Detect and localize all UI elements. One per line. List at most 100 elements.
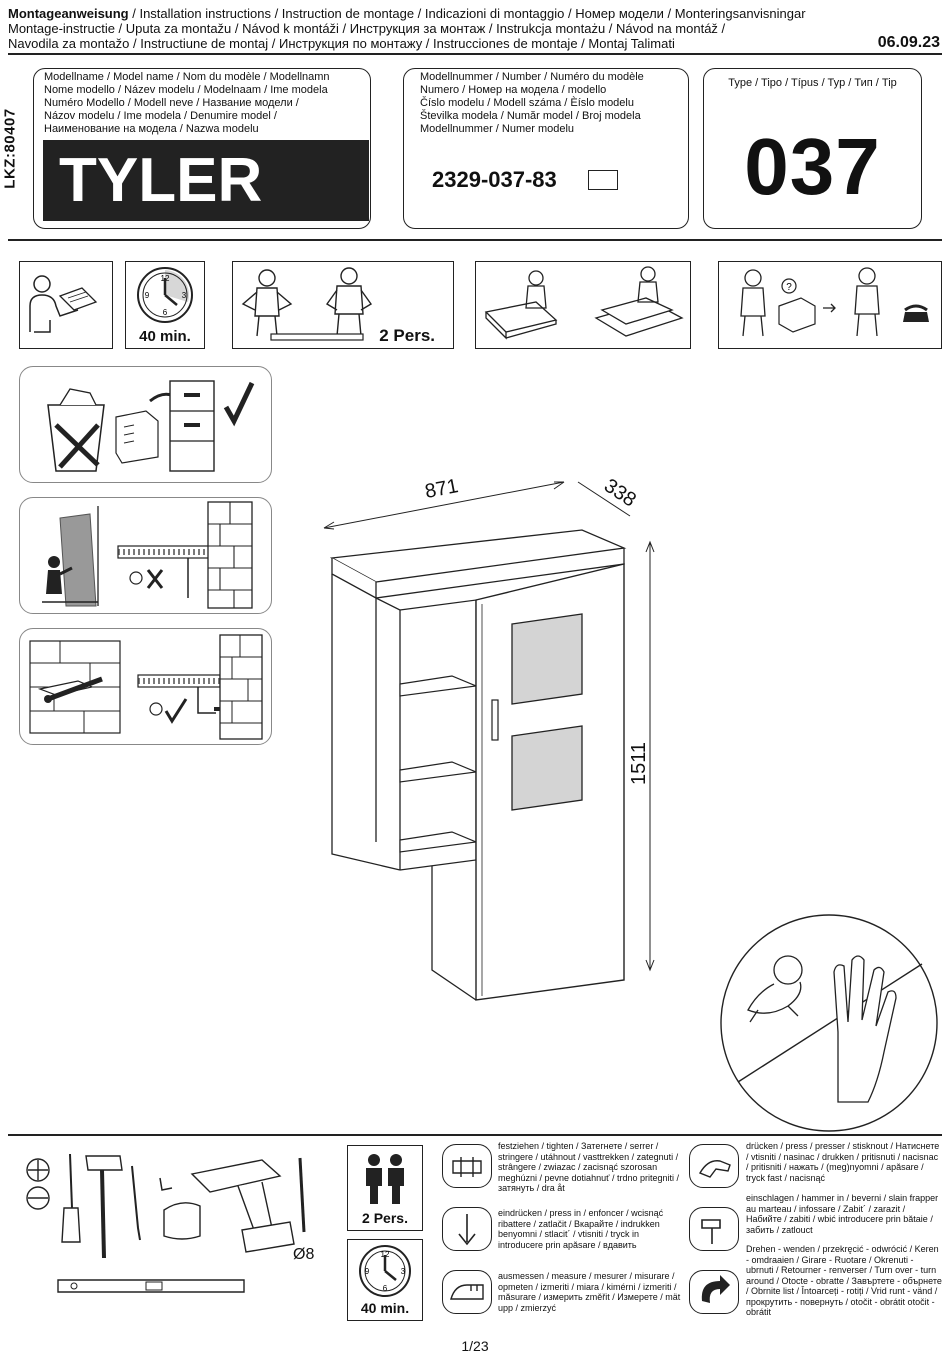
protect-floor-pictogram [475, 261, 691, 349]
section-divider [8, 239, 942, 241]
clock-number: 9 [365, 1267, 370, 1276]
drill-icon [190, 1159, 282, 1193]
tipping-warning-icon [42, 501, 253, 609]
two-persons-icon [366, 1154, 404, 1204]
legend-text-rotate: Drehen - wenden / przekręcić - odwrócić … [746, 1244, 942, 1317]
height-dimension: 1511 [628, 741, 651, 786]
svg-text:?: ? [786, 282, 792, 293]
legend-text-tighten: festziehen / tighten / Затегнете / serre… [498, 1141, 679, 1193]
hand-icon [833, 955, 897, 1103]
child-safety-warning [720, 914, 938, 1132]
clock-number: 6 [383, 1284, 388, 1293]
clock-icon: 12 3 6 9 [359, 1245, 411, 1297]
screwdriver-icon [69, 1153, 73, 1209]
clock-number: 6 [163, 308, 168, 317]
clock-number: 3 [401, 1267, 406, 1276]
checkmark-icon [223, 381, 255, 427]
model-number-box: Modellnummer / Number / Numéro du modèle… [403, 68, 689, 229]
header-title-line: Montageanweisung / Installation instruct… [8, 6, 806, 21]
clock-icon: 12 3 6 9 [137, 267, 193, 323]
header-divider [8, 53, 942, 55]
model-name-labels: Modellname / Model name / Nom du modèle … [44, 71, 370, 136]
legend-text-hammer: einschlagen / hammer in / beverni / slai… [746, 1193, 939, 1235]
clock-number: 12 [381, 1250, 390, 1259]
header-line-3: Navodila za montažo / Instructiune de mo… [8, 36, 675, 51]
cross-icon [54, 423, 100, 469]
model-number-label: Numero / Номер на модела / modello [420, 84, 607, 96]
hand-press-icon [698, 1160, 731, 1178]
rotate-icon [701, 1275, 730, 1303]
time-box: 12 3 6 9 40 min. [347, 1239, 423, 1321]
time-label: 40 min. [139, 328, 191, 345]
legend-icon-press-in [442, 1207, 492, 1251]
call-service-pictogram: ? [718, 261, 942, 349]
phillips-screw-icon [26, 1158, 50, 1182]
awl-icon [159, 1177, 173, 1191]
type-value: 037 [744, 122, 881, 211]
baby-icon [773, 955, 803, 985]
time-pictogram: 12 3 6 9 40 min. [125, 261, 205, 349]
press-in-icon [458, 1214, 476, 1246]
slotted-screw-icon [26, 1186, 50, 1210]
header-title-rest: / Installation instructions / Instructio… [128, 6, 806, 21]
checkmark-icon [164, 698, 188, 724]
model-name-label: Numéro Modello / Modell neve / Название … [44, 97, 299, 109]
recycle-packaging-box [19, 366, 272, 483]
model-number-label: Modellnummer / Number / Numéro du modèle [420, 71, 644, 83]
model-number-label: Modellnummer / Numer modelu [420, 123, 575, 135]
legend-text-press: drücken / press / presser / stisknout / … [746, 1141, 940, 1183]
read-instructions-pictogram [19, 261, 113, 349]
legend-text-measure: ausmessen / measure / mesurer / misurare… [498, 1271, 681, 1313]
hammer-icon [85, 1155, 123, 1171]
clock-number: 9 [145, 291, 150, 300]
document-date: 06.09.23 [877, 34, 940, 51]
header-line-2: Montage-instructie / Uputa za montažu / … [8, 21, 726, 36]
carpet-unpacking-icon [484, 266, 684, 340]
page-number: 1/23 [461, 1338, 489, 1354]
sad-face-icon [129, 571, 143, 585]
reading-person-icon [29, 275, 98, 333]
tape-measure-icon [163, 1202, 201, 1240]
wall-fixing-warning-box [19, 497, 272, 614]
persons-label: 2 Pers. [379, 326, 435, 345]
model-number-labels: Modellnummer / Number / Numéro du modèle… [420, 71, 644, 136]
two-workers-icon [241, 267, 373, 341]
clock-number: 3 [182, 291, 187, 300]
model-name-label: Názov modelu / Ime modela / Denumire mod… [44, 110, 277, 122]
strap-tighten-icon [452, 1157, 482, 1177]
missing-parts-phone-icon: ? [740, 267, 929, 337]
tools-illustration [26, 1153, 306, 1293]
legend-icon-press [689, 1144, 739, 1188]
happy-face-icon [149, 702, 163, 716]
pencil-icon [131, 1165, 141, 1241]
model-number-label: Številka modela / Număr model / Broj mod… [420, 110, 641, 122]
correct-wall-fixing-icon [29, 634, 263, 740]
measure-icon [450, 1284, 484, 1300]
two-persons-pictogram: 2 Pers. [232, 261, 454, 349]
cross-icon [146, 569, 164, 589]
model-number-label: Číslo modelu / Modell száma / Èíslo mode… [420, 97, 634, 109]
legend-icon-measure [442, 1270, 492, 1314]
legend-icon-rotate [689, 1270, 739, 1314]
model-name-value: TYLER [43, 140, 369, 221]
model-name-box: Modellname / Model name / Nom du modèle … [33, 68, 371, 229]
legend-icon-tighten [442, 1144, 492, 1188]
legend-text-press-in: eindrücken / press in / enfoncer / wcisn… [498, 1208, 664, 1250]
model-name-label: Наименование на модела / Nazwa modelu [44, 123, 259, 135]
header-title-bold: Montageanweisung [8, 6, 129, 21]
footer-divider [8, 1134, 942, 1136]
wall-fixing-correct-box [19, 628, 272, 745]
drill-size-label: Ø8 [293, 1246, 315, 1263]
two-persons-box: 2 Pers. [347, 1145, 423, 1231]
color-code-box [588, 170, 618, 190]
type-box: Type / Tipo / Típus / Typ / Тип / Tip 03… [703, 68, 922, 229]
model-name-label: Modellname / Model name / Nom du modèle … [44, 71, 330, 83]
lkz-code: LKZ:80407 [1, 108, 19, 189]
legend-icon-hammer [689, 1207, 739, 1251]
model-name-label: Nome modello / Název modelu / Modelnaam … [44, 84, 328, 96]
cabinet-drawing [323, 481, 655, 1001]
type-label: Type / Tipo / Típus / Typ / Тип / Tip [728, 77, 897, 89]
time-box-label: 40 min. [360, 1300, 410, 1316]
dispose-packaging-icon [47, 380, 255, 472]
drill-bit-icon [298, 1157, 306, 1233]
